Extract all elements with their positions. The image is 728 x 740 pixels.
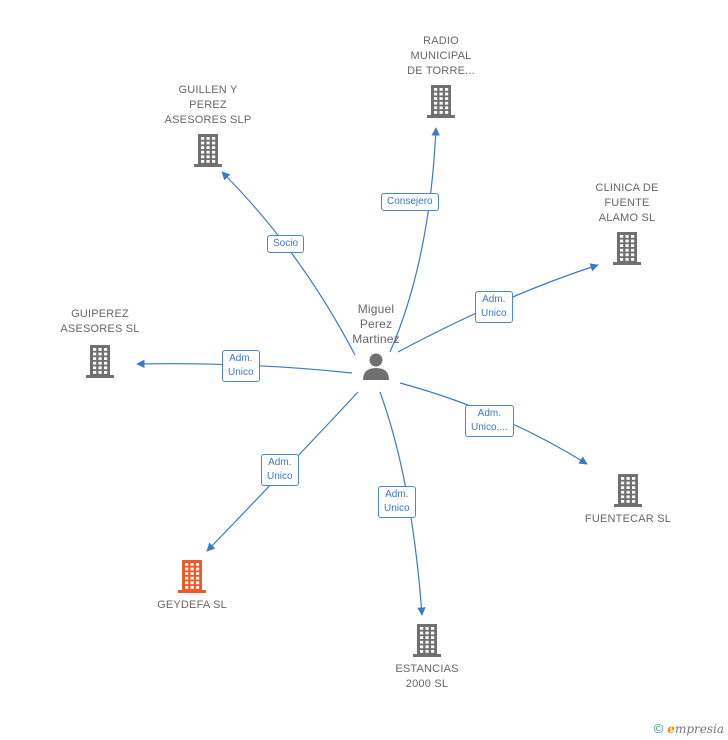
copyright-icon: © [653,721,664,736]
company-node-fuentecar[interactable]: FUENTECAR SL [578,472,678,527]
building-icon [86,345,114,378]
footer-brand: © empresia [654,721,724,736]
company-node-estancias-2000[interactable]: ESTANCIAS 2000 SL [380,622,474,692]
relation-label-socio: Socio [267,235,305,253]
building-icon [413,624,441,657]
person-node-miguel-perez-martinez[interactable]: Miguel Perez Martinez [330,302,422,381]
company-node-radio-municipal[interactable]: RADIO MUNICIPAL DE TORRE... [396,34,486,119]
building-icon [427,85,455,118]
edge-radio [389,127,440,353]
relation-label-geydefa: Adm. Unico [261,454,299,486]
relation-label-fuentecar: Adm. Unico,... [465,405,514,437]
relation-label-clinica: Adm. Unico [475,291,513,323]
person-label: Miguel Perez Martinez [352,302,400,346]
building-icon [178,560,206,593]
company-label: GUIPEREZ ASESORES SL [60,308,140,335]
company-node-guiperez-asesores[interactable]: GUIPEREZ ASESORES SL [50,307,150,379]
company-node-clinica-fuente-alamo[interactable]: CLINICA DE FUENTE ALAMO SL [580,181,674,266]
relation-label-estancias: Adm. Unico [378,486,416,518]
company-label: GUILLEN Y PEREZ ASESORES SLP [164,84,252,126]
company-label: FUENTECAR SL [584,513,672,525]
person-icon [363,353,389,380]
building-icon [194,134,222,167]
building-icon [613,232,641,265]
relation-label-guiperez: Adm. Unico [222,350,260,382]
relation-label-consejero: Consejero [381,193,439,211]
company-label: ESTANCIAS 2000 SL [395,663,459,690]
company-label: RADIO MUNICIPAL DE TORRE... [407,35,475,77]
company-node-geydefa[interactable]: GEYDEFA SL [140,558,244,613]
company-node-guillen-y-perez[interactable]: GUILLEN Y PEREZ ASESORES SLP [162,83,254,168]
company-label: CLINICA DE FUENTE ALAMO SL [595,182,659,224]
edge-guillen [221,171,356,356]
company-label: GEYDEFA SL [157,599,227,611]
building-icon [614,474,642,507]
brand-logo: empresia [667,721,724,736]
